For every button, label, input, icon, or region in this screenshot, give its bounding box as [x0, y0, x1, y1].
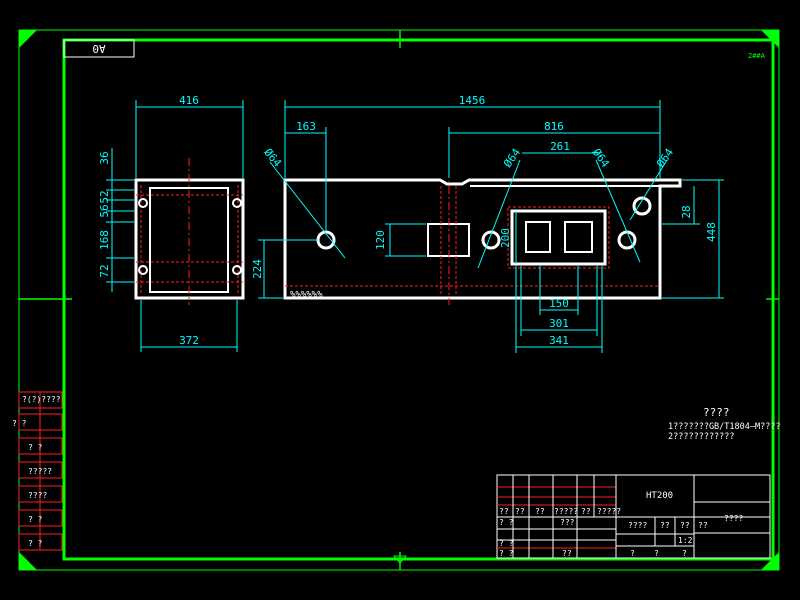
side-table-text: ?????: [28, 467, 52, 476]
corner-note: 2##A: [748, 52, 766, 60]
side-table-text: ? ?: [28, 515, 43, 524]
drawing-frame: A0 2##A: [18, 29, 780, 571]
title-cell: ??: [499, 507, 509, 516]
dim-56: 56: [98, 204, 111, 217]
scale-label: 1:2: [678, 536, 693, 545]
dim-416: 416: [179, 94, 199, 107]
title-cell: ?: [630, 549, 635, 558]
dim-120: 120: [374, 230, 387, 250]
corner-mark-top-right: [761, 30, 779, 48]
side-table-text: ? ?: [28, 539, 43, 548]
dim-224: 224: [251, 259, 264, 279]
dim-150: 150: [549, 297, 569, 310]
size-label-box: [63, 39, 135, 58]
corner-mark-bottom-left: [19, 552, 37, 570]
side-table-text: ? ?: [28, 443, 43, 452]
bore-2: [481, 230, 501, 250]
title-cell: ?: [654, 549, 659, 558]
front-window-inner-left: [525, 221, 551, 253]
notes-title: ????: [703, 406, 730, 419]
dim-dia-4: Ø64: [654, 146, 676, 170]
title-cell: ? ?: [499, 549, 514, 558]
bore-4: [632, 196, 652, 216]
size-label: A0: [92, 42, 105, 55]
part-name-label: ????: [724, 514, 743, 523]
title-cell: ??: [698, 521, 708, 530]
dim-448: 448: [705, 222, 718, 242]
title-cell: ??: [515, 507, 525, 516]
front-view: %%%%%% 1456 163 816 261 Ø64 Ø64 Ø64 Ø64 …: [251, 94, 724, 353]
title-cell: ??: [581, 507, 591, 516]
title-cell: ????: [628, 521, 647, 530]
left-hole: [232, 265, 242, 275]
left-hole: [232, 198, 242, 208]
leader: [269, 161, 346, 259]
surface-note: %%%%%%: [290, 290, 323, 300]
dim-28: 28: [680, 205, 693, 218]
dim-163: 163: [296, 120, 316, 133]
dim-dia-2: Ø64: [501, 146, 523, 170]
front-view-outline: [283, 178, 682, 300]
front-window-inner-right: [564, 221, 593, 253]
title-cell: ??: [535, 507, 545, 516]
notes-line-1: 1???????GB/T1804—M????: [668, 422, 781, 432]
dim-816: 816: [544, 120, 564, 133]
dim-341: 341: [549, 334, 569, 347]
title-cell: ??: [562, 549, 572, 558]
dim-72: 72: [98, 264, 111, 277]
leader: [629, 159, 668, 221]
front-window-hidden: [507, 206, 610, 269]
title-cell: ??: [680, 521, 690, 530]
title-cell: ?: [682, 549, 687, 558]
front-window-outer: [510, 209, 607, 266]
technical-notes: ???? 1???????GB/T1804—M???? 2???????????…: [668, 406, 781, 442]
bottom-center-arrow: [392, 555, 408, 564]
dim-261: 261: [550, 140, 570, 153]
dim-168: 168: [98, 230, 111, 250]
dim-dia-3: Ø64: [590, 146, 612, 170]
dim-200: 200: [499, 228, 512, 248]
left-hole: [138, 265, 148, 275]
title-cell: ? ?: [499, 539, 514, 548]
title-cell: ? ?: [499, 518, 514, 527]
leader: [477, 159, 521, 269]
dim-36: 36: [98, 151, 111, 164]
leader: [595, 159, 641, 263]
left-side-view: 416 372 36 52 56 168 72: [98, 94, 245, 352]
dim-1456: 1456: [459, 94, 486, 107]
side-revision-table: ?(?)???? ? ? ? ? ????? ???? ? ? ? ?: [12, 391, 63, 551]
dim-301: 301: [549, 317, 569, 330]
outer-border: [18, 29, 780, 571]
side-table-text: ????: [28, 491, 47, 500]
title-block: HT200 ???? 1:2 ?? ?? ?? ????? ?? ????? ?…: [496, 474, 771, 559]
left-hole: [138, 198, 148, 208]
title-cell: ??: [660, 521, 670, 530]
dim-372: 372: [179, 334, 199, 347]
title-cell: ???: [560, 518, 575, 527]
notes-line-2: 2????????????: [668, 432, 735, 442]
dim-52: 52: [98, 190, 111, 203]
side-table-text: ? ?: [12, 419, 27, 428]
corner-mark-bottom-right: [761, 552, 779, 570]
title-cell: ?????: [597, 507, 621, 516]
dim-dia-1: Ø64: [261, 146, 284, 170]
side-table-text: ?(?)????: [22, 395, 61, 404]
material-label: HT200: [646, 491, 673, 501]
corner-mark-top-left: [19, 30, 37, 48]
title-cell: ?????: [554, 507, 578, 516]
